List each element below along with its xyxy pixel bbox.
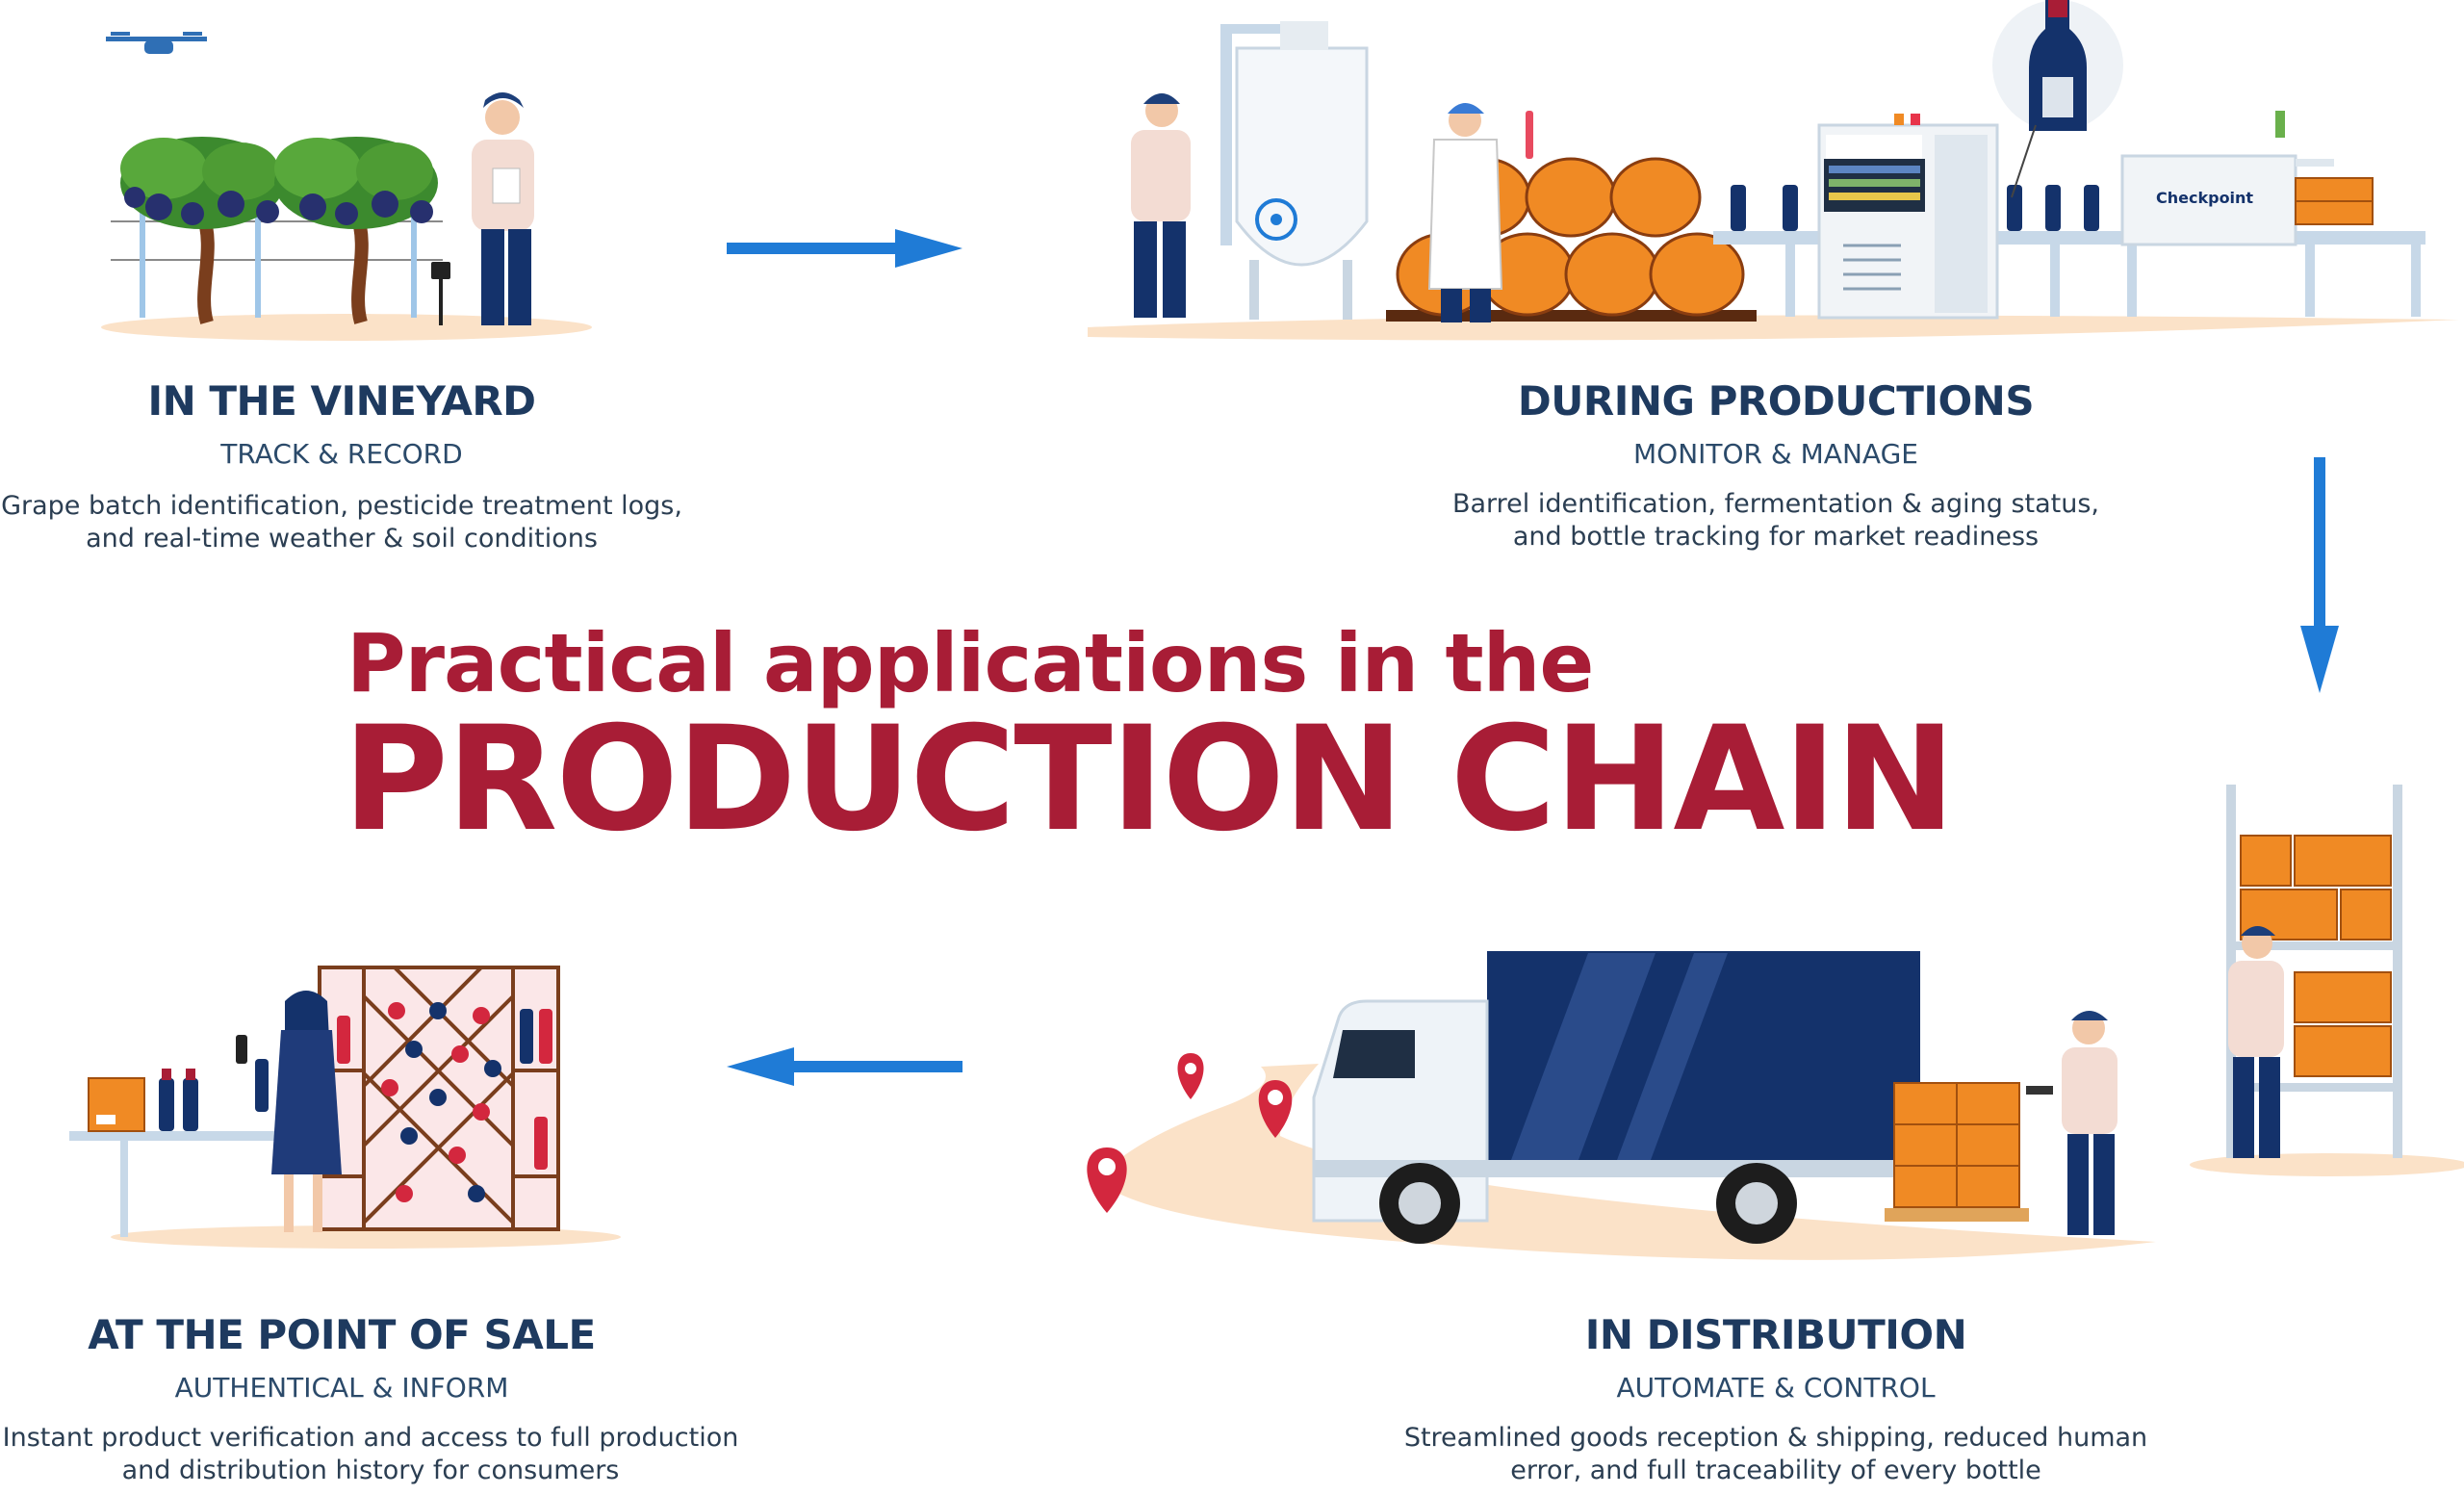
ground-patch	[1088, 315, 2459, 341]
stage-subtitle-sale: AUTHENTICAL & INFORM	[174, 1372, 509, 1404]
wine-rack-icon	[318, 966, 560, 1231]
headline-line-2: PRODUCTION CHAIN	[343, 696, 1956, 863]
grapevine-icon	[120, 137, 284, 324]
ground-patch	[2190, 1153, 2464, 1176]
warehouse-worker	[2026, 1011, 2118, 1235]
stage-desc-sale-2: and distribution history for consumers	[121, 1456, 620, 1485]
stage-desc-vineyard-2: and real-time weather & soil conditions	[86, 524, 598, 554]
production-scene	[1088, 0, 2459, 341]
stage-title-vineyard: IN THE VINEYARD	[147, 377, 536, 425]
headline-line-1: Practical applications in the	[346, 616, 1594, 710]
warehouse-worker	[2228, 926, 2284, 1158]
fermentation-tank-icon	[1220, 21, 1369, 320]
stage-subtitle-distribution: AUTOMATE & CONTROL	[1616, 1372, 1936, 1404]
stage-desc-distribution-2: error, and full traceability of every bo…	[1510, 1456, 2041, 1485]
wine-crate-icon	[88, 1077, 145, 1132]
point-of-sale-scene	[69, 966, 621, 1249]
flow-arrow-head-icon	[727, 1047, 794, 1086]
stage-subtitle-production: MONITOR & MANAGE	[1633, 438, 1918, 470]
wine-crates-icon	[1885, 1082, 2029, 1222]
display-table	[69, 1131, 281, 1141]
stage-desc-sale-1: Instant product verification and access …	[2, 1423, 739, 1453]
map-pin-icon	[1258, 1080, 1293, 1138]
stage-desc-vineyard-1: Grape batch identification, pesticide tr…	[1, 491, 682, 521]
map-pin-icon	[1087, 1147, 1127, 1213]
map-pin-icon	[1177, 1053, 1204, 1099]
stage-title-sale: AT THE POINT OF SALE	[88, 1311, 596, 1358]
production-worker	[1131, 93, 1191, 318]
delivery-truck-icon	[1312, 951, 1920, 1244]
stage-desc-production-1: Barrel identification, fermentation & ag…	[1451, 489, 2100, 519]
wine-bottles-icon	[159, 1069, 198, 1131]
flow-arrow-head-icon	[895, 229, 962, 268]
labeling-machine-icon	[1817, 114, 1999, 320]
grapevine-icon	[274, 137, 438, 324]
drone-icon	[106, 32, 207, 54]
stage-desc-distribution-1: Streamlined goods reception & shipping, …	[1403, 1423, 2148, 1453]
checkpoint-label: Checkpoint	[2156, 189, 2254, 207]
lab-technician	[1427, 103, 1533, 322]
stage-title-production: DURING PRODUCTIONS	[1517, 377, 2035, 425]
stage-title-distribution: IN DISTRIBUTION	[1584, 1311, 1967, 1358]
soil-sensor-icon	[431, 262, 450, 325]
distribution-scene	[1087, 785, 2464, 1260]
vineyard-worker	[472, 92, 534, 325]
wine-crate-icon	[2295, 177, 2374, 225]
stage-desc-production-2: and bottle tracking for market readiness	[1512, 522, 2040, 552]
flow-arrow-head-icon	[2300, 626, 2339, 693]
ground-patch	[101, 314, 592, 341]
bottle-zoom-icon	[1992, 0, 2123, 198]
vineyard-scene	[101, 32, 592, 341]
stage-subtitle-vineyard: TRACK & RECORD	[220, 438, 463, 470]
customer	[236, 991, 342, 1232]
